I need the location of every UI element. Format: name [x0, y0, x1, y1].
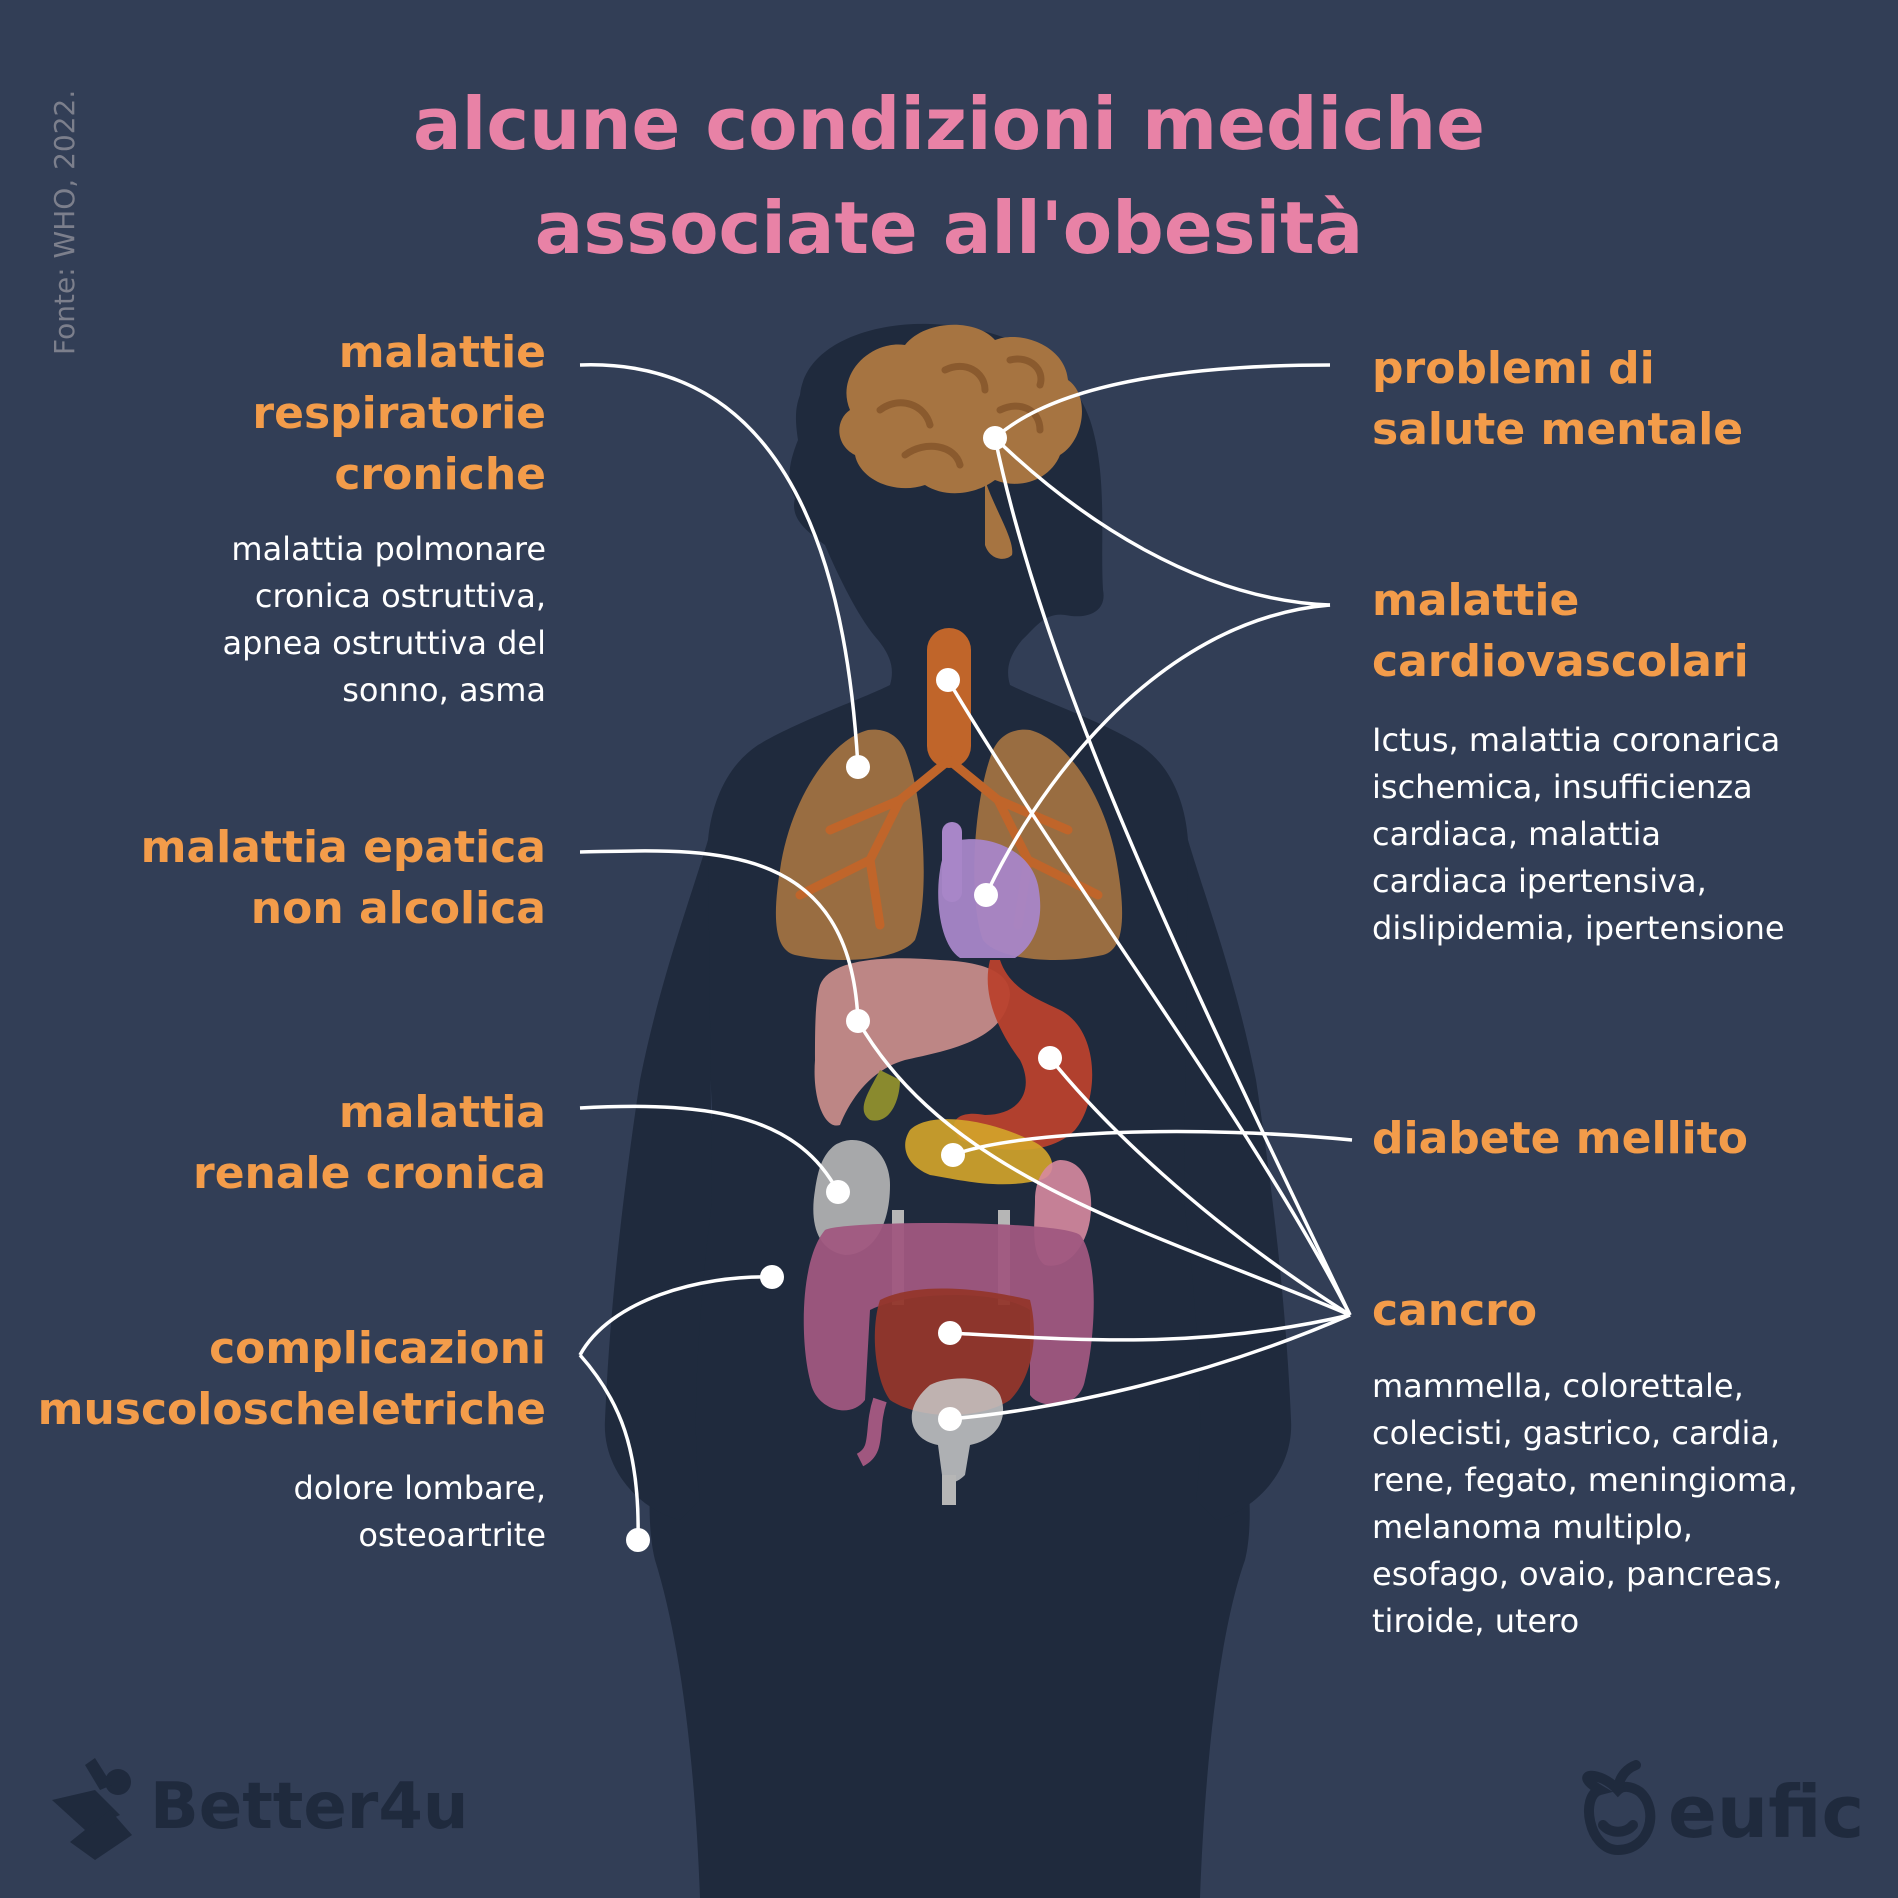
gallbladder: [863, 1070, 900, 1121]
kidney-heading: malattia renale cronica: [193, 1082, 546, 1204]
respiratory-heading: malattie respiratorie croniche: [252, 322, 546, 505]
cancer-heading-line: cancro: [1372, 1285, 1538, 1336]
respiratory-heading-line: respiratorie: [252, 388, 546, 439]
cardiovascular-description-line: ischemica, insufficienza: [1372, 768, 1753, 806]
liver-heading: malattia epatica non alcolica: [141, 817, 546, 939]
better4u-logo: Better4u: [150, 1770, 469, 1844]
cardiovascular-heading-line: malattie: [1372, 575, 1580, 626]
diabetes-heading: diabete mellito: [1372, 1108, 1748, 1169]
cancer-description-line: melanoma multiplo,: [1372, 1508, 1693, 1546]
title-line-1: alcune condizioni mediche: [413, 82, 1485, 166]
musculoskeletal-heading-line: muscoloscheletriche: [37, 1384, 546, 1435]
respiratory-heading-line: croniche: [334, 449, 546, 500]
brain: [839, 324, 1082, 559]
better4u-figure-icon: [52, 1758, 132, 1860]
cancer-description: mammella, colorettale, colecisti, gastri…: [1372, 1363, 1798, 1645]
eufic-apple-face-icon: [1582, 1760, 1656, 1856]
cardiovascular-description-line: Ictus, malattia coronarica: [1372, 721, 1781, 759]
source-note: Fonte: WHO, 2022.: [48, 89, 81, 355]
respiratory-description-line: cronica ostruttiva,: [254, 577, 546, 615]
page-title: alcune condizioni mediche associate all'…: [0, 72, 1898, 280]
cardiovascular-description: Ictus, malattia coronarica ischemica, in…: [1372, 717, 1785, 952]
musculoskeletal-description-line: dolore lombare,: [293, 1469, 546, 1507]
respiratory-description-line: apnea ostruttiva del: [222, 624, 547, 662]
liver-heading-line: malattia epatica: [140, 822, 546, 873]
musculoskeletal-heading-line: complicazioni: [209, 1323, 546, 1374]
cardiovascular-heading: malattie cardiovascolari: [1372, 570, 1749, 692]
liver-heading-line: non alcolica: [250, 883, 546, 934]
kidney-heading-line: malattia: [338, 1087, 546, 1138]
stomach: [954, 960, 1093, 1150]
cancer-heading: cancro: [1372, 1280, 1537, 1341]
cardiovascular-heading-line: cardiovascolari: [1372, 636, 1749, 687]
musculoskeletal-heading: complicazioni muscoloscheletriche: [38, 1318, 546, 1440]
cancer-description-line: tiroide, utero: [1372, 1602, 1580, 1640]
liver: [814, 958, 1010, 1126]
kidney-heading-line: renale cronica: [193, 1148, 546, 1199]
respiratory-heading-line: malattie: [338, 327, 546, 378]
mental-health-heading-line: problemi di: [1372, 343, 1655, 394]
mental-health-heading-line: salute mentale: [1372, 404, 1744, 455]
cancer-description-line: colecisti, gastrico, cardia,: [1372, 1414, 1781, 1452]
cancer-description-line: esofago, ovaio, pancreas,: [1372, 1555, 1783, 1593]
eufic-logo: eufic: [1668, 1770, 1865, 1854]
cardiovascular-description-line: cardiaca, malattia: [1372, 815, 1662, 853]
musculoskeletal-description: dolore lombare, osteoartrite: [293, 1465, 546, 1559]
diabetes-heading-line: diabete mellito: [1372, 1113, 1748, 1164]
cancer-description-line: rene, fegato, meningioma,: [1372, 1461, 1798, 1499]
cardiovascular-description-line: cardiaca ipertensiva,: [1372, 862, 1707, 900]
cancer-description-line: mammella, colorettale,: [1372, 1367, 1744, 1405]
respiratory-description: malattia polmonare cronica ostruttiva, a…: [223, 526, 547, 714]
musculoskeletal-description-line: osteoartrite: [358, 1516, 546, 1554]
respiratory-description-line: sonno, asma: [342, 671, 546, 709]
mental-health-heading: problemi di salute mentale: [1372, 338, 1743, 460]
title-line-2: associate all'obesità: [534, 186, 1364, 270]
connector-dots: [626, 426, 1062, 1552]
uterus: [911, 1378, 1004, 1505]
cardiovascular-description-line: dislipidemia, ipertensione: [1372, 909, 1785, 947]
respiratory-description-line: malattia polmonare: [231, 530, 546, 568]
connector-lines: [578, 363, 1353, 1541]
intestines: [803, 1223, 1094, 1467]
